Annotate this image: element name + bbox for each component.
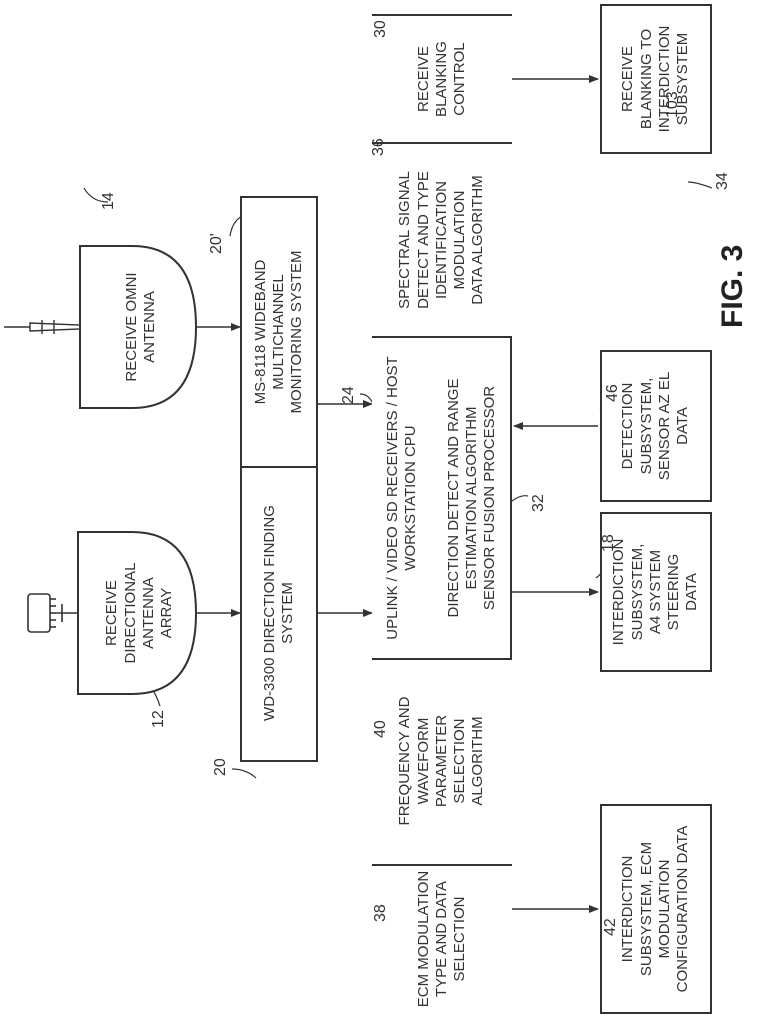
sensor-fusion-block: DIRECTION DETECT AND RANGE ESTIMATION AL… <box>434 338 510 658</box>
ref-18: 18 <box>600 534 618 552</box>
divider <box>372 864 512 866</box>
ref-34: 34 <box>714 172 732 190</box>
ref-12: 12 <box>150 710 168 728</box>
spectral-block: SPECTRAL SIGNAL DETECT AND TYPE IDENTIFI… <box>372 144 512 336</box>
freq-waveform-block: FREQUENCY AND WAVEFORM PARAMETER SELECTI… <box>372 658 512 864</box>
blanking-control-block: RECEIVE BLANKING CONTROL <box>372 16 512 142</box>
ecm-config-block: INTERDICTION SUBSYSTEM, ECM MODULATION C… <box>600 804 712 1014</box>
ref-24: 24 <box>340 386 358 404</box>
divider <box>372 658 512 660</box>
ref-30: 30 <box>372 20 390 38</box>
ref-40: 40 <box>372 720 390 738</box>
ref-38: 38 <box>372 904 390 922</box>
ref-20: 20 <box>212 758 230 776</box>
host-cpu-block: UPLINK / VIDEO SD RECEIVERS / HOST WORKS… <box>372 338 432 658</box>
omni-antenna-block: RECEIVE OMNI ANTENNA <box>96 252 186 402</box>
directional-antenna-block: RECEIVE DIRECTIONAL ANTENNA ARRAY <box>90 538 190 688</box>
detection-block: DETECTION SUBSYSTEM, SENSOR AZ EL DATA <box>600 350 712 502</box>
ecm-type-block: ECM MODULATION TYPE AND DATA SELECTION <box>372 864 512 1014</box>
ref-32: 32 <box>530 494 548 512</box>
divider <box>372 336 512 338</box>
divider <box>372 142 512 144</box>
ref-20-prime: 20' <box>208 233 226 254</box>
blanking-out-block: RECEIVE BLANKING TO INTERDICTION SUBSYST… <box>600 4 712 154</box>
monitoring-system-block: MS-8118 WIDEBAND MULTICHANNEL MONITORING… <box>240 196 318 468</box>
ref-14: 14 <box>100 192 118 210</box>
figure-label: FIG. 3 <box>716 245 750 328</box>
ref-36: 36 <box>370 138 388 156</box>
df-system-block: WD-3300 DIRECTION FINDING SYSTEM <box>240 464 318 762</box>
ref-103: 103 <box>664 91 682 118</box>
ref-42: 42 <box>602 918 620 936</box>
ref-46: 46 <box>604 384 622 402</box>
